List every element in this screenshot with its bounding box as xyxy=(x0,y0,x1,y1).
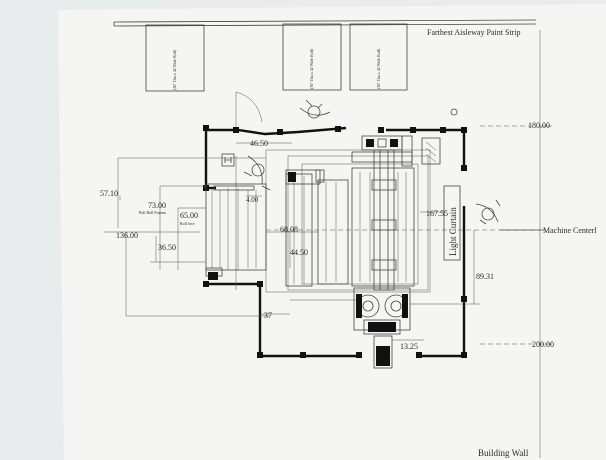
svg-text:(36" Dia x 42 Wide Roll): (36" Dia x 42 Wide Roll) xyxy=(309,48,314,89)
door-swing xyxy=(235,91,263,132)
dim-68-08-text: 68.08 xyxy=(280,225,298,234)
control-panel xyxy=(351,135,413,167)
dim-36-50-text: 36.50 xyxy=(158,243,176,252)
dim-4-00-text: 4.00 xyxy=(246,196,259,204)
dim-167-55-text: 167.55 xyxy=(426,209,448,218)
roll-cart-1: (36" Dia x 42 Wide Roll) xyxy=(145,24,205,92)
dimension-lines xyxy=(104,125,552,345)
roll-cart-2: (36" Dia x 42 Wide Roll) xyxy=(282,23,342,91)
dim-65-00-text: 65.00 xyxy=(180,211,198,220)
farthest-aisleway-label: Farthest Aisleway Paint Strip xyxy=(427,28,521,37)
operator-figure-top xyxy=(299,99,331,119)
unwind-drive xyxy=(353,287,411,369)
dim-46-50-text: 46.50 xyxy=(250,139,268,148)
pull-roll-frames-label: Pull Roll Frames xyxy=(139,210,167,215)
svg-text:(36" Dia x 42 Wide Roll): (36" Dia x 42 Wide Roll) xyxy=(172,49,177,90)
dim-37-text: 37 xyxy=(264,311,272,320)
operator-figure-right xyxy=(475,199,501,225)
light-curtain-bar xyxy=(443,185,461,261)
building-wall-label: Building Wall xyxy=(478,448,529,458)
light-curtain-label: Light Curtain xyxy=(448,207,458,256)
dim-180-00-text: 180.00 xyxy=(528,121,550,130)
roller-set-right xyxy=(351,167,415,287)
dim-136-00-text: 136.00 xyxy=(116,231,138,240)
dim-89-31-text: 89.31 xyxy=(476,272,494,281)
dim-44-50-text: 44.50 xyxy=(290,248,308,257)
svg-text:(36" Dia x 42 Wide Roll): (36" Dia x 42 Wide Roll) xyxy=(376,48,381,89)
machine-center-label: Machine Centerl xyxy=(543,226,597,235)
dim-73-00-text: 73.00 xyxy=(148,201,166,210)
roll-face-label: Roll face xyxy=(180,221,195,226)
dim-13-25-text: 13.25 xyxy=(400,342,418,351)
aisleway-paint-strip xyxy=(113,19,537,27)
paper-sheet xyxy=(58,4,606,460)
pull-roll-frames xyxy=(205,183,267,280)
roll-cart-3: (36" Dia x 42 Wide Roll) xyxy=(349,23,408,91)
dim-57-10-text: 57.10 xyxy=(100,189,118,198)
machine-frame xyxy=(235,149,431,301)
dim-200-00-text: 200.00 xyxy=(532,340,554,349)
parts-rack xyxy=(421,108,458,165)
